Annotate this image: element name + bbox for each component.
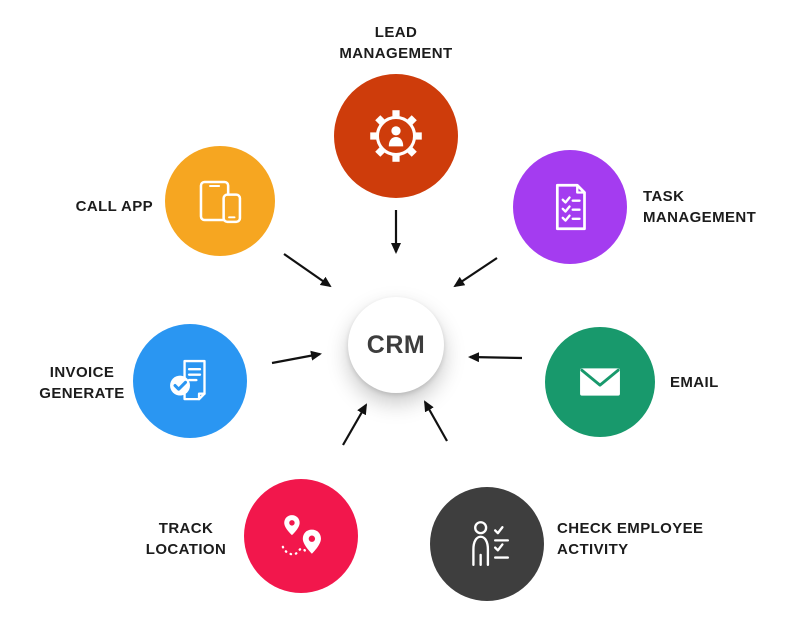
invoice-check-icon [170,359,206,401]
arrow-from-call-app [283,253,332,288]
arrow-from-track-location [342,403,367,446]
call-app-node [165,146,275,256]
lead-management-node [334,74,458,198]
call-app-label: CALL APP [75,198,153,215]
check-employee-activity-label: CHECK EMPLOYEE ACTIVITY [557,520,704,558]
crm-center-node: CRM [348,297,444,393]
invoice-generate-label: INVOICE GENERATE [39,364,125,402]
track-location-label: TRACK LOCATION [145,520,227,558]
lead-management-label: LEAD MANAGEMENT [339,24,453,62]
envelope-icon [580,368,620,396]
email-node [545,327,655,437]
checklist-document-icon [555,183,586,231]
person-checklist-icon [472,521,510,567]
arrow-from-invoice-generate [271,350,322,365]
map-pins-route-icon [281,515,321,556]
arrow-from-task-management [453,257,498,288]
gear-person-icon [370,110,422,162]
arrow-from-check-employee [424,400,448,442]
email-label: EMAIL [670,374,719,391]
task-management-label: TASK MANAGEMENT [643,188,757,226]
crm-center-label: CRM [366,330,426,359]
arrow-from-email [468,352,523,363]
invoice-generate-node [133,324,247,438]
check-employee-activity-node [430,487,544,601]
task-management-node [513,150,627,264]
track-location-node [244,479,358,593]
tablet-phone-icon [199,180,242,224]
